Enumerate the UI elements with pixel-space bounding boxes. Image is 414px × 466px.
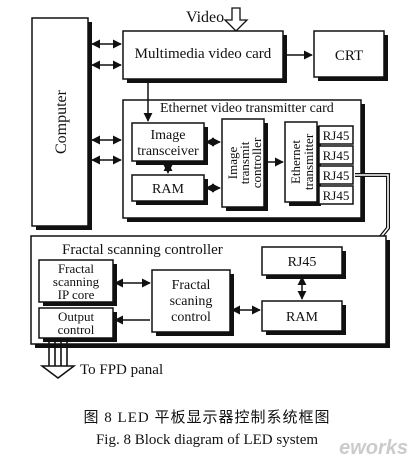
- rj45-bottom: [261, 246, 343, 276]
- rj45-port-2-label: RJ45: [323, 148, 350, 163]
- ram-bottom: [261, 300, 343, 332]
- rj45-port-3-label: RJ45: [323, 168, 350, 183]
- ram-top-label: RAM: [152, 182, 184, 197]
- watermark-logo: eworks: [339, 437, 408, 459]
- output-control-label-2: control: [58, 322, 95, 337]
- image-transmit-controller: [221, 118, 265, 208]
- rj45-port-3: [318, 165, 354, 185]
- multimedia-video-card: [122, 30, 284, 80]
- fractal-scanning-ip-core: [38, 259, 114, 303]
- image-transmit-controller-label-3: controller: [249, 137, 264, 188]
- image-transceiver-label-2: transceiver: [137, 144, 199, 159]
- image-transceiver-label-1: Image: [151, 128, 186, 143]
- crt-block: [313, 30, 385, 78]
- output-label: To FPD panal: [80, 362, 163, 378]
- fractal-ip-core-label-2: scanning: [53, 274, 100, 289]
- image-transmit-controller-label-1: Image: [225, 147, 240, 180]
- ethernet-transmitter: [284, 121, 318, 203]
- multimedia-card-label: Multimedia video card: [135, 46, 272, 62]
- rj45-port-2: [318, 145, 354, 165]
- fractal-control-label-3: control: [171, 310, 211, 325]
- rj45-port-4: [318, 185, 354, 205]
- computer-label: Computer: [53, 89, 70, 154]
- output-bus-arrowhead: [39, 365, 77, 379]
- image-transceiver: [131, 122, 205, 162]
- fractal-ip-core-label-1: Fractal: [58, 261, 94, 276]
- output-control-label-1: Output: [58, 309, 95, 324]
- ram-bottom-label: RAM: [286, 310, 318, 325]
- caption-english: Fig. 8 Block diagram of LED system: [95, 432, 319, 448]
- ethernet-card-title: Ethernet video transmitter card: [160, 101, 334, 116]
- fractal-scanning-control: [151, 269, 231, 333]
- rj45-bottom-label: RJ45: [288, 255, 317, 270]
- rj45-port-4-label: RJ45: [323, 188, 350, 203]
- computer-block: [31, 17, 89, 227]
- video-input-arrow: [223, 7, 249, 32]
- rj45-port-1-label: RJ45: [323, 128, 350, 143]
- ethernet-transmitter-label-1: Ethernet: [288, 140, 303, 184]
- fractal-control-label-1: Fractal: [172, 278, 211, 293]
- ram-top: [131, 174, 205, 202]
- fractal-control-label-2: scaning: [170, 294, 213, 309]
- video-input-label: Video: [186, 9, 224, 26]
- output-control: [38, 307, 114, 339]
- caption-chinese: 图 8 LED 平板显示器控制系统框图: [83, 410, 331, 426]
- image-transmit-controller-label-2: transmit: [237, 141, 252, 184]
- ethernet-transmitter-label-2: transmitter: [301, 133, 316, 190]
- crt-label: CRT: [335, 48, 363, 64]
- fractal-controller-title: Fractal scanning controller: [62, 242, 223, 258]
- rj45-port-1: [318, 125, 354, 145]
- fractal-ip-core-label-3: IP core: [58, 287, 95, 302]
